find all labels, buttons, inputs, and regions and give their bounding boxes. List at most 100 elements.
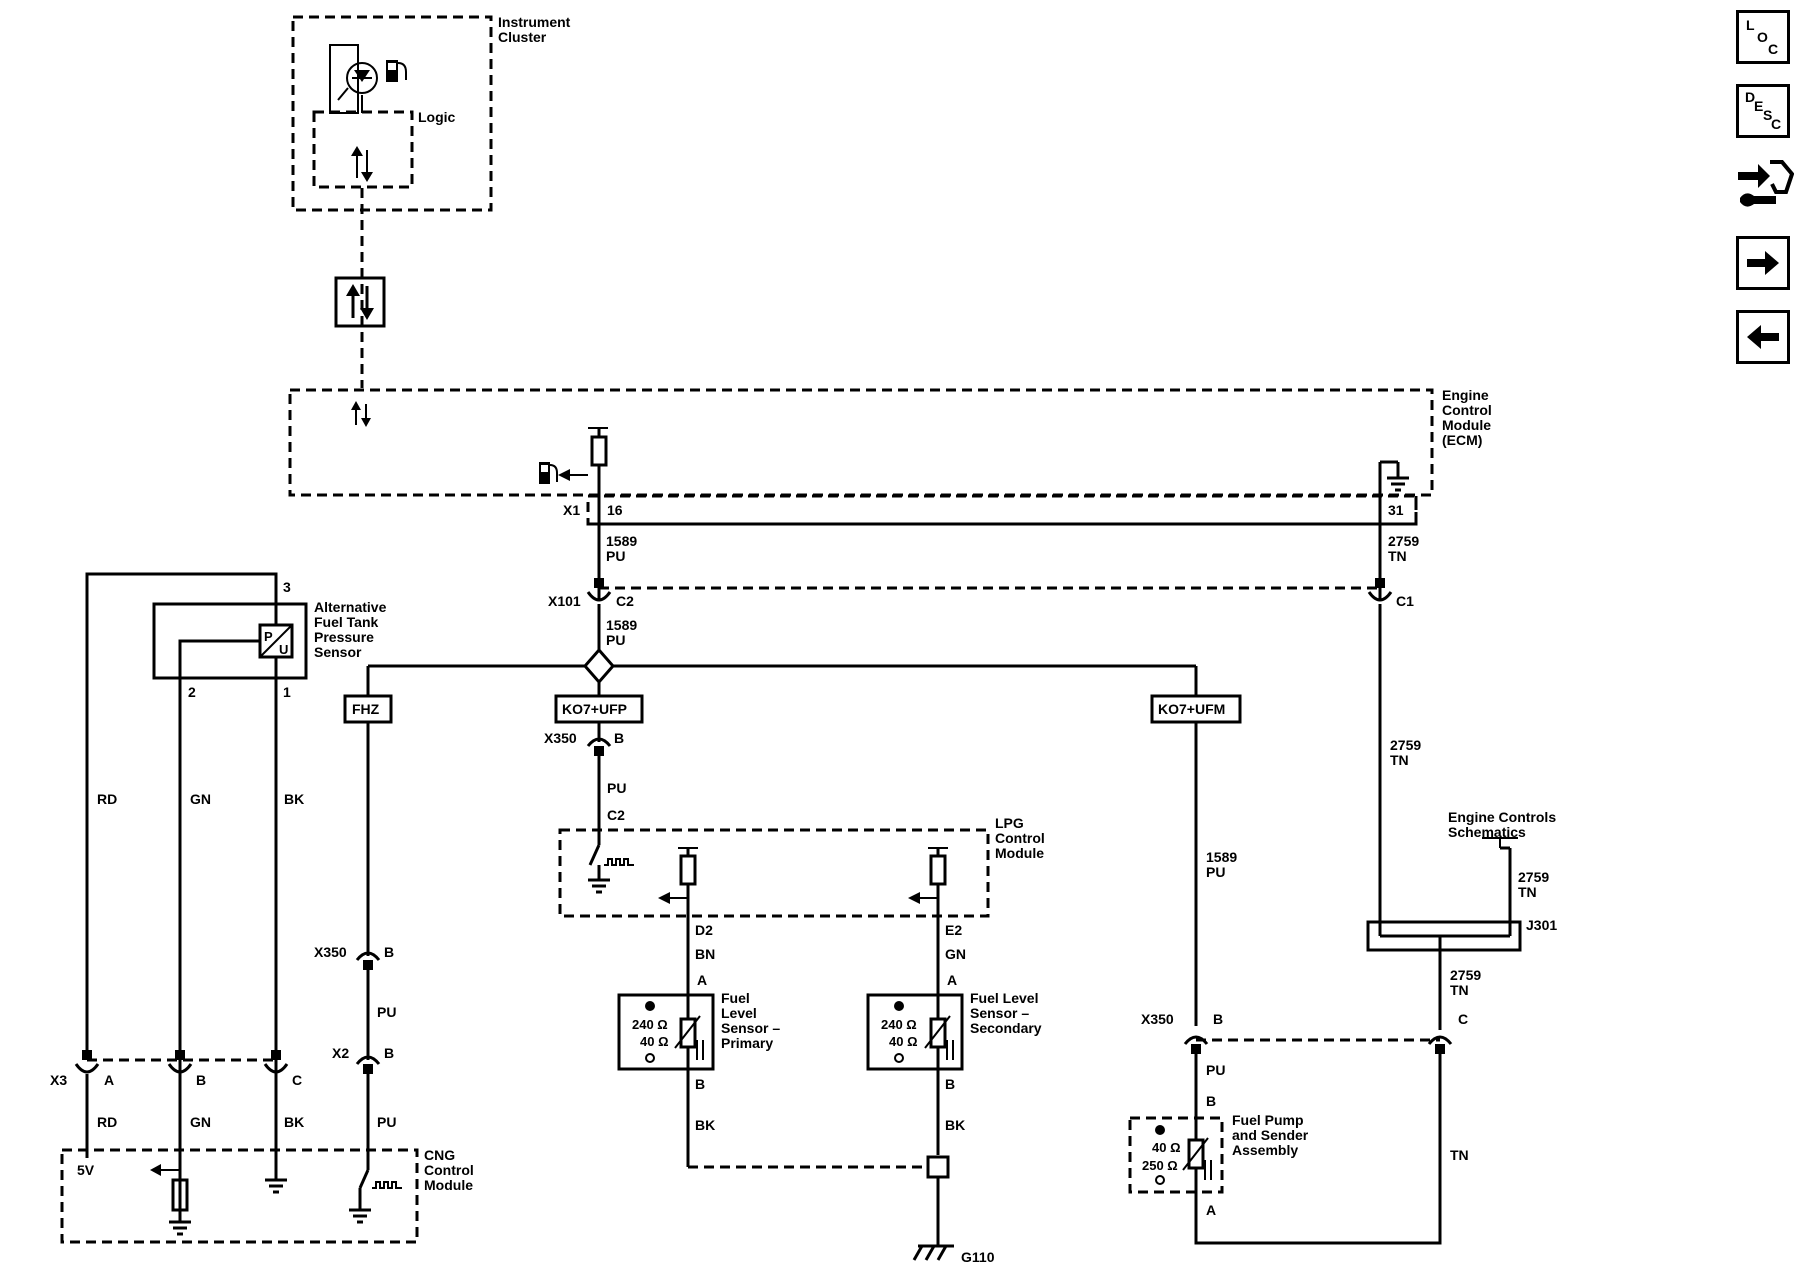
pu-symbol-u: U [279,642,288,657]
cng-ground-icon-3 [349,1208,371,1224]
fuel-level-sensor-secondary-box [866,993,964,1071]
j301-label: J301 [1526,917,1557,933]
wire-1589-label-1: 1589 [606,533,637,549]
primary-240-ohm: 240 Ω [632,1017,668,1032]
serial-data-arrows-icon [346,284,374,320]
x3-pin-c-label: C [292,1072,302,1088]
label-line: Control [1442,402,1492,418]
lpg-pullup-resistor-d2 [679,854,697,886]
wire-tn-label-2: TN [1390,752,1409,768]
wire-bk-secondary: BK [945,1117,965,1133]
label-line: Sensor – [970,1005,1029,1021]
logic-label: Logic [418,109,456,125]
desc-button[interactable]: D E S C [1736,84,1790,138]
label-line: Secondary [970,1020,1042,1036]
label-line: (ECM) [1442,432,1482,448]
next-arrow-icon [1747,251,1779,275]
label-line: Instrument [498,14,571,30]
label-line: Level [721,1005,757,1021]
ecm-pullup-resistor [590,435,608,467]
g110-label: G110 [961,1249,995,1265]
service-icon [1738,160,1795,207]
wire-rd-label-1: RD [97,791,117,807]
x1-label: X1 [563,502,580,518]
pin-c1-label: C1 [1396,593,1414,609]
option-ko7-ufm-label: KO7+UFM [1158,701,1225,717]
pin-2-label: 2 [188,684,196,700]
wire-gn-label-secondary: GN [945,946,966,962]
desc-icon: D E S C [1745,89,1782,132]
label-line: Pressure [314,629,374,645]
x3-pin-b-label: B [196,1072,206,1088]
pin-b-pump: B [1206,1093,1216,1109]
wire-2759-label-4: 2759 [1450,967,1481,983]
pin-31-label: 31 [1388,502,1404,518]
pin-1-label: 1 [283,684,291,700]
ground-splice [926,1155,950,1179]
label-line: LPG [995,815,1024,831]
x350-label-fhz: X350 [314,944,347,960]
pump-40-ohm: 40 Ω [1152,1140,1181,1155]
wire-tn-label-pump: TN [1450,1147,1469,1163]
lpg-control-module-box [558,828,990,918]
wire-pu-label-fhz-1: PU [377,1004,396,1020]
x350-label-ufp: X350 [544,730,577,746]
label-line: Sensor – [721,1020,780,1036]
serial-data-box [334,276,386,328]
secondary-40-ohm: 40 Ω [889,1034,918,1049]
pin-c2-label: C2 [616,593,634,609]
ecm-fuel-pump-icon [539,462,558,484]
x350-pin-b-fhz: B [384,944,394,960]
loc-button[interactable]: L O C [1736,10,1790,64]
secondary-240-ohm: 240 Ω [881,1017,917,1032]
label-line: Fuel Tank [314,614,379,630]
wire-bk-primary: BK [695,1117,715,1133]
pu-symbol-p: P [264,629,273,644]
wire-pu-label-fhz-2: PU [377,1114,396,1130]
pin-16-label: 16 [607,502,623,518]
service-button[interactable] [1736,154,1795,216]
label-line: Control [424,1162,474,1178]
pin-b-secondary: B [945,1076,955,1092]
x101-label: X101 [548,593,581,609]
wire-2759-label-2: 2759 [1390,737,1421,753]
pump-250-ohm: 250 Ω [1142,1158,1178,1173]
fuel-level-sensor-primary-box [617,993,715,1071]
cng-ground-icon-1 [169,1220,191,1236]
pin-c2-lpg-label: C2 [607,807,625,823]
chassis-ground-icon [912,1244,954,1261]
back-arrow-icon [1747,325,1779,349]
label-line: Module [1442,417,1491,433]
ecm-arrows-icon [351,401,371,427]
ecm-ground-icon [1387,476,1409,492]
wire-bk-label-2: BK [284,1114,304,1130]
pin-b-primary: B [695,1076,705,1092]
fuel-gauge-icon [329,44,378,114]
wire-rd-label-2: RD [97,1114,117,1130]
wire-tn-label-3: TN [1518,884,1537,900]
logic-arrows-icon [351,146,373,182]
back-button[interactable] [1736,310,1790,364]
loc-icon: L O C [1746,17,1779,57]
label-line: Fuel [721,990,750,1006]
wire-tn-label-4: TN [1450,982,1469,998]
label-line: Control [995,830,1045,846]
label-line: Cluster [498,29,547,45]
label-line: Module [995,845,1044,861]
label-line: Fuel Level [970,990,1038,1006]
j301-splice-block [1366,920,1522,952]
wire-pu-label-2: PU [606,632,625,648]
wire-tn-label-1: TN [1388,548,1407,564]
fuel-pump-symbol-icon [386,60,407,82]
next-button[interactable] [1736,236,1790,290]
label-line: Primary [721,1035,773,1051]
primary-40-ohm: 40 Ω [640,1034,669,1049]
